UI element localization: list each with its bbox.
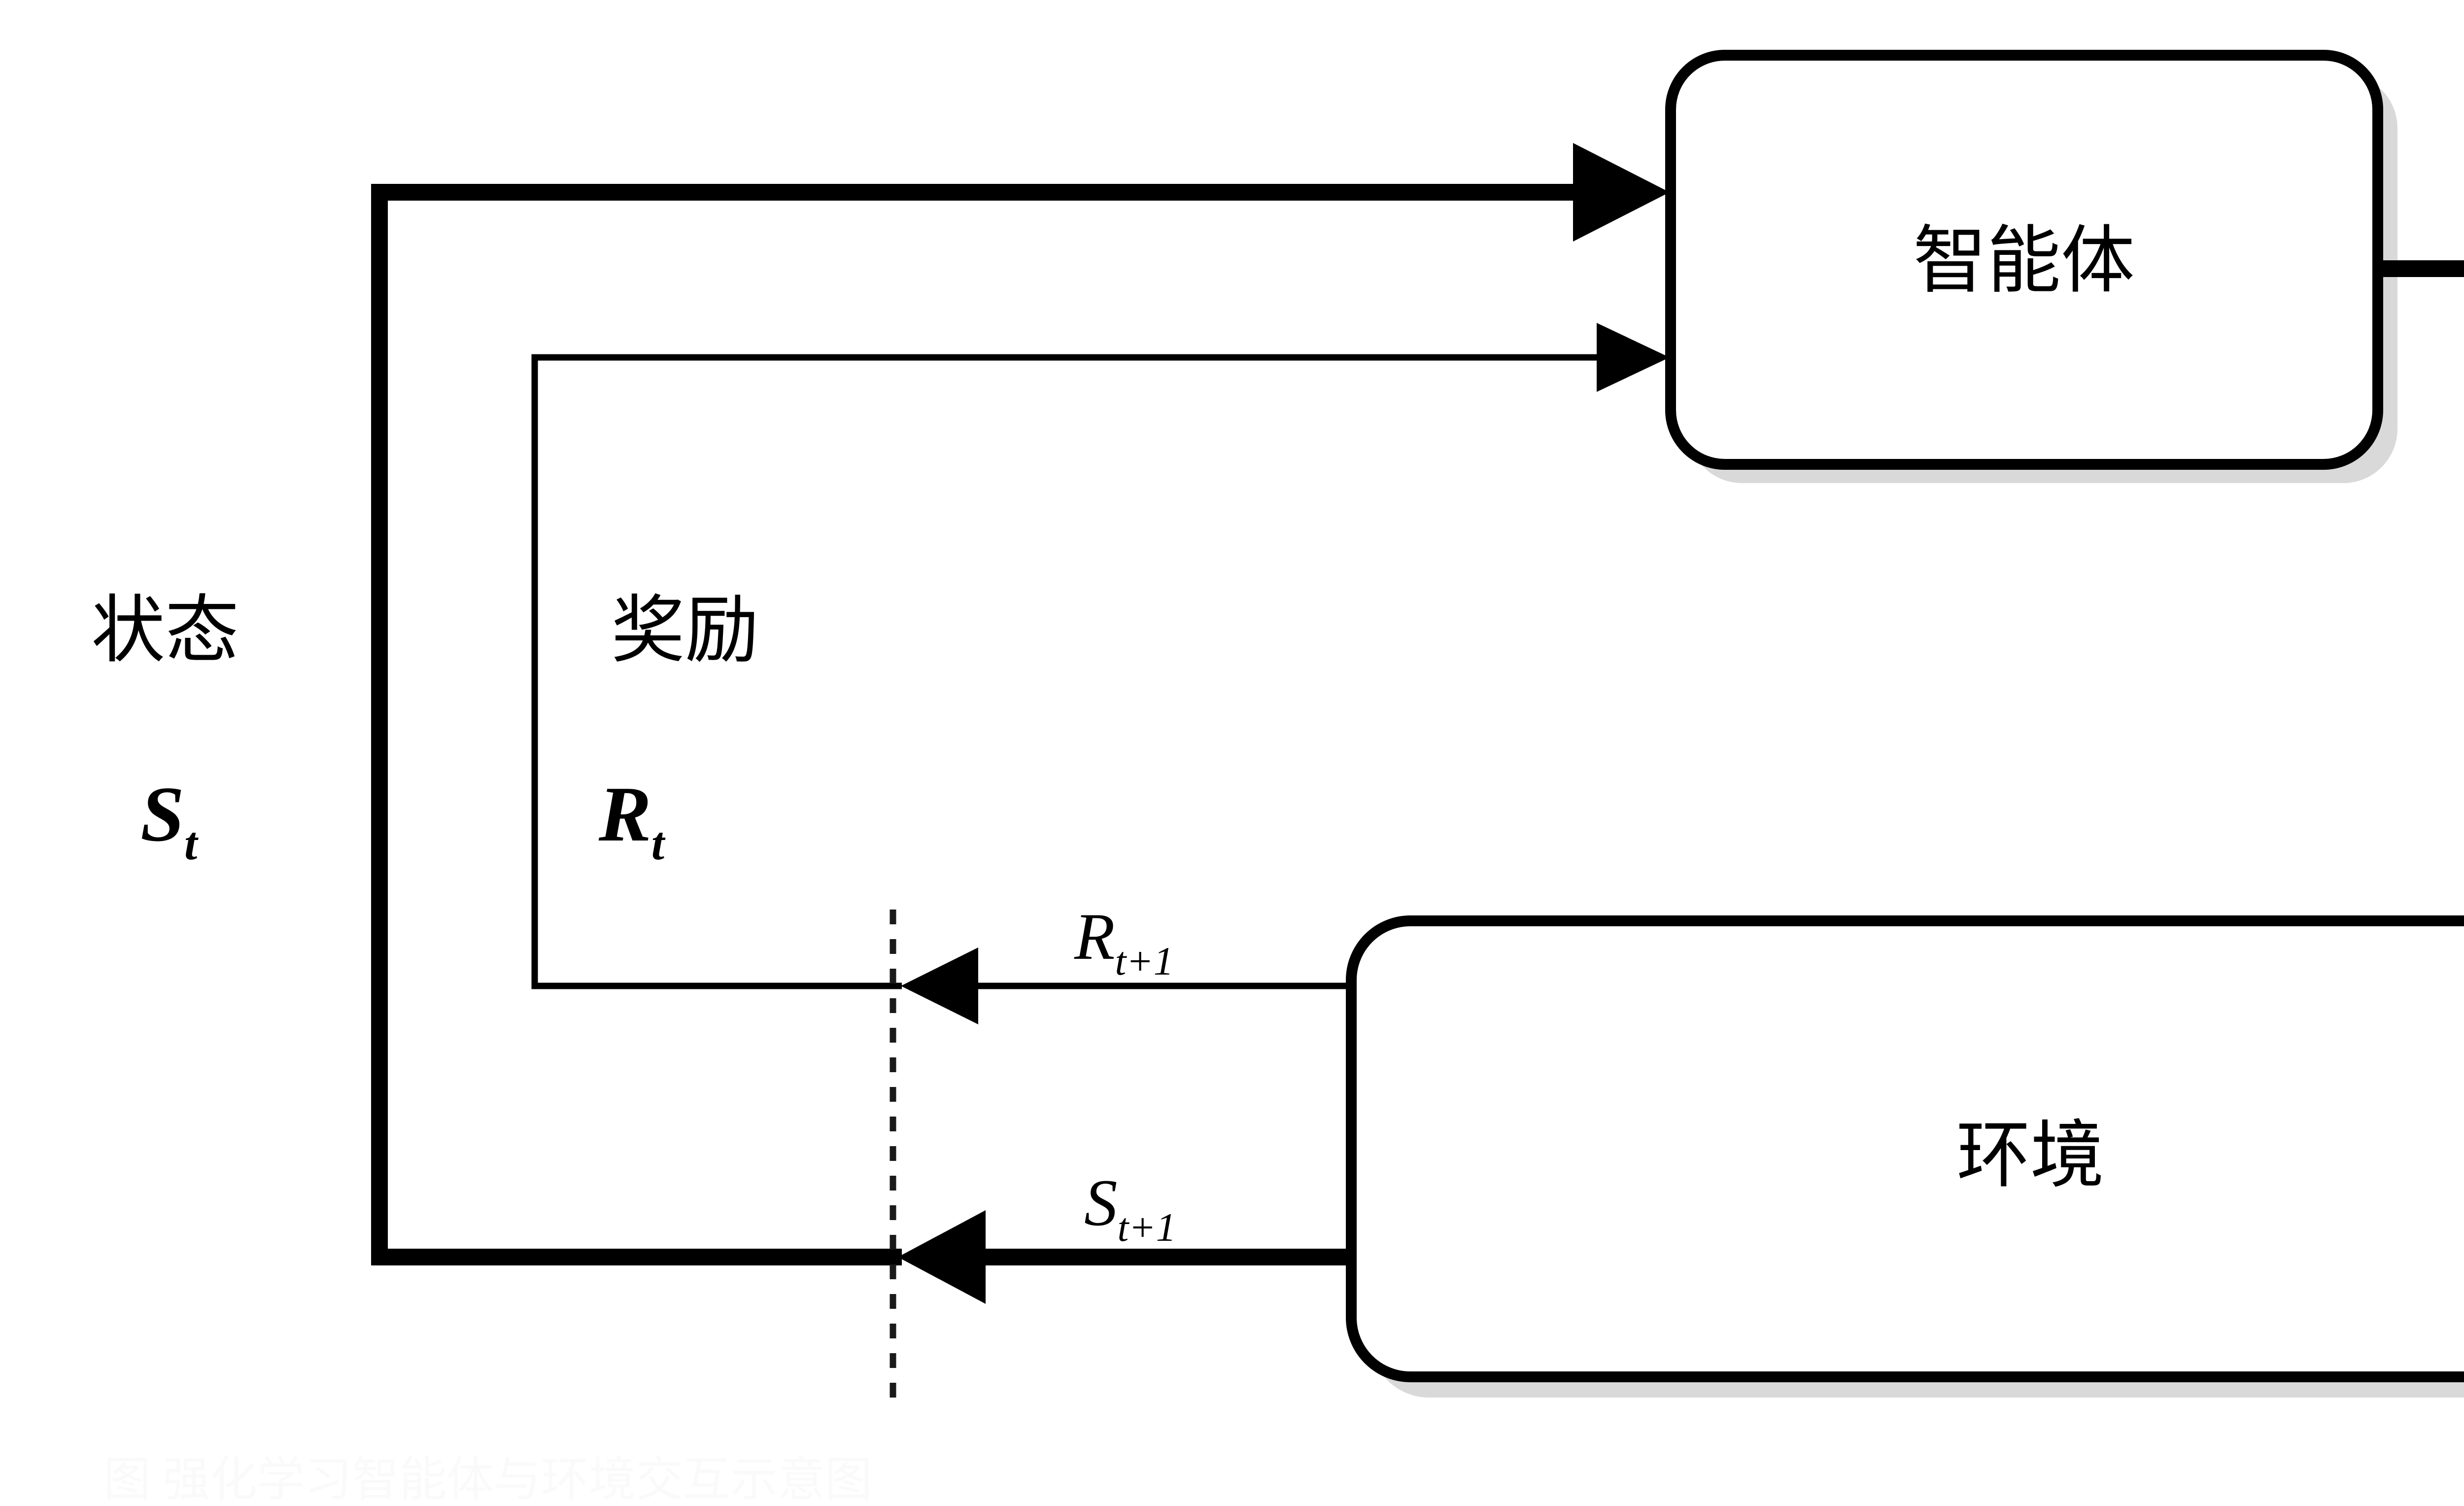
environment-box[interactable]: [1346, 915, 2464, 1382]
state-label-text: 状态: [91, 590, 239, 672]
state-feedback-path: [371, 184, 1626, 1265]
reward-symbol: Rt: [598, 770, 666, 870]
next-reward-arrowhead-icon: [901, 947, 978, 1024]
state-symbol-letter: S: [140, 770, 184, 858]
next-state-letter: S: [1084, 1166, 1118, 1240]
state-arrowhead-icon: [1573, 143, 1670, 242]
agent-box-label: 智能体: [1913, 220, 2135, 302]
next-reward-subscript: t+1: [1115, 939, 1173, 983]
reward-symbol-letter: R: [598, 770, 651, 858]
reward-symbol-subscript: t: [651, 817, 666, 870]
state-symbol: St: [140, 770, 199, 870]
state-symbol-subscript: t: [184, 817, 199, 870]
reward-feedback-path: [531, 354, 1641, 989]
agent-box[interactable]: [1665, 50, 2383, 470]
figure-caption: 图 强化学习智能体与环境交互示意图: [103, 1453, 872, 1506]
environment-box-label: 环境: [1956, 1115, 2104, 1197]
next-state-arrowhead-icon: [898, 1210, 986, 1304]
next-reward-letter: R: [1074, 900, 1115, 974]
reward-label-text: 奖励: [611, 590, 759, 672]
next-state-subscript: t+1: [1118, 1205, 1176, 1250]
next-state-label: St+1: [1084, 1166, 1176, 1250]
reward-arrowhead-icon: [1597, 323, 1670, 392]
next-reward-label: Rt+1: [1074, 900, 1174, 983]
